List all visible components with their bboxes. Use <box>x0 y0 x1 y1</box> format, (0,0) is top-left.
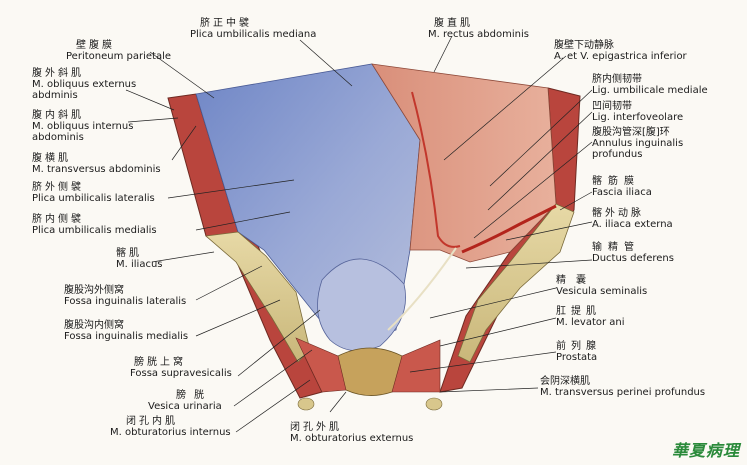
label-obturatorius-externus: 闭孔外肌 M. obturatorius externus <box>290 422 414 444</box>
ischial-tuberosity-left <box>297 397 315 411</box>
label-epigastrica: 腹壁下动静脉 A. et V. epigastrica inferior <box>554 40 687 62</box>
label-seminalis: 精囊 Vesicula seminalis <box>556 275 648 297</box>
label-fossa-lateralis: 腹股沟外侧窝 Fossa inguinalis lateralis <box>64 285 187 307</box>
ischial-tuberosity-right <box>425 397 443 411</box>
label-vesica: 膀胱 Vesica urinaria <box>148 390 222 412</box>
label-fascia-iliaca: 髂筋膜 Fascia iliaca <box>592 176 652 198</box>
label-perinei: 会阴深横肌 M. transversus perinei profundus <box>540 376 706 398</box>
label-supravesicalis: 膀胱上窝 Fossa supravesicalis <box>130 357 232 379</box>
label-fossa-medialis: 腹股沟内侧窝 Fossa inguinalis medialis <box>64 320 189 342</box>
label-obturatorius-internus: 闭孔内肌 M. obturatorius internus <box>110 416 231 438</box>
iliac-bone-right <box>457 203 575 363</box>
label-obliquus-externus: 腹外斜肌 M. obliquus externus abdminis <box>32 68 137 101</box>
label-levator: 肛提肌 M. levator ani <box>556 306 625 328</box>
bladder <box>317 258 406 352</box>
label-transversus: 腹横肌 M. transversus abdominis <box>32 153 161 175</box>
label-peritoneum: 壁腹膜 Peritoneum parietale <box>66 40 171 62</box>
label-obliquus-internus: 腹内斜肌 M. obliquus internus abdominis <box>32 110 134 143</box>
label-plica-medialis: 脐内侧襞 Plica umbilicalis medialis <box>32 214 157 236</box>
label-plica-lateralis: 脐外侧襞 Plica umbilicalis lateralis <box>32 182 155 204</box>
label-iliacus: 髂肌 M. iliacus <box>116 248 163 270</box>
label-interfoveolare: 凹间韧带 Lig. interfoveolare <box>592 101 684 123</box>
epigastric-vessels <box>411 91 461 248</box>
ductus-deferens <box>387 247 457 331</box>
pelvic-floor-right <box>391 339 441 393</box>
label-rectus: 腹直肌 M. rectus abdominis <box>428 18 529 40</box>
watermark: 華夏病理 <box>672 441 741 460</box>
label-prostata: 前列腺 Prostata <box>556 341 601 363</box>
pelvic-floor-left <box>295 337 347 393</box>
label-lig-mediale: 脐内侧韧带 Lig. umbilicale mediale <box>592 74 708 96</box>
label-iliaca-externa: 髂外动脉 A. iliaca externa <box>592 208 673 230</box>
external-iliac-artery <box>461 204 557 254</box>
label-plica-mediana: 脐正中襞 Plica umbilicalis mediana <box>190 18 317 40</box>
label-annulus: 腹股沟管深[腹]环 Annulus inguinalis profundus <box>592 127 684 160</box>
leader-lines <box>125 35 593 433</box>
label-deferens: 输精管 Ductus deferens <box>592 242 674 264</box>
